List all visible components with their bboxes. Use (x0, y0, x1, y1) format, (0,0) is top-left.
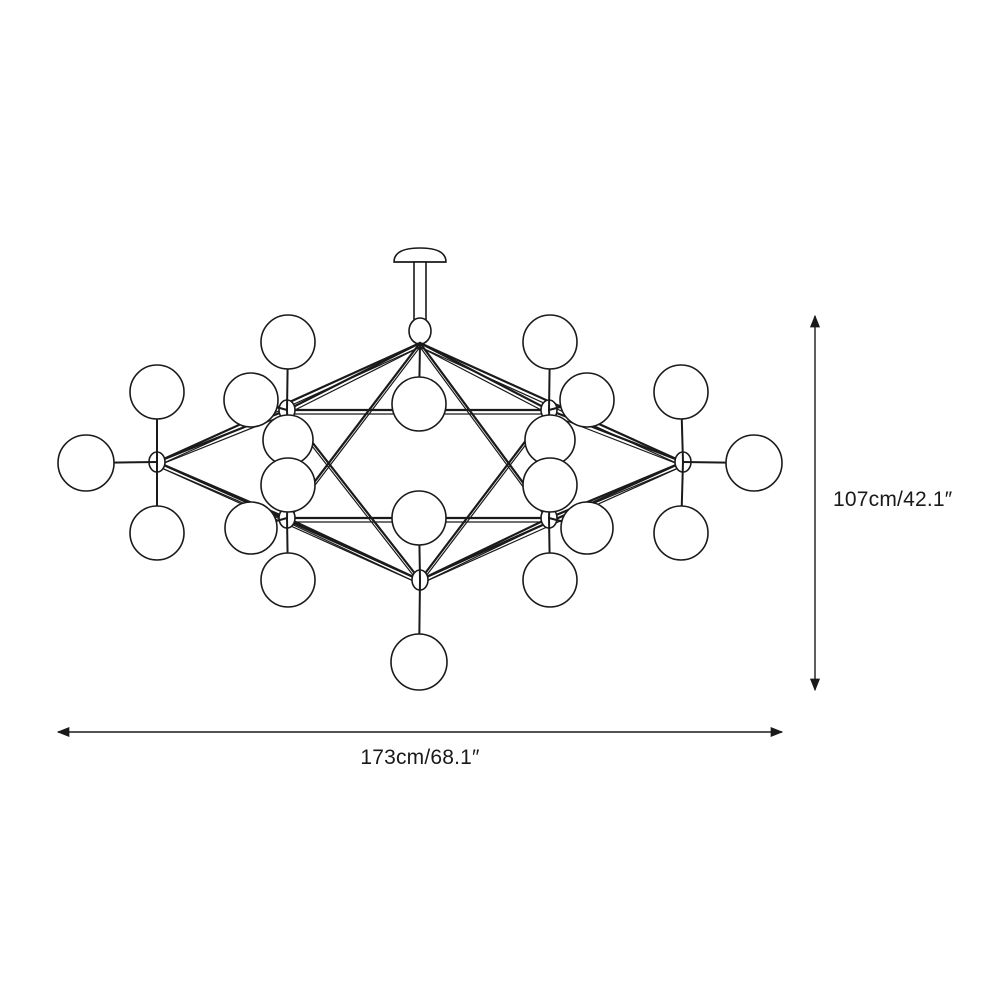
globe-shade (559, 372, 615, 428)
globe-shades (57, 314, 783, 691)
globe-shade (260, 457, 316, 513)
globe-shade (390, 633, 448, 691)
ceiling-canopy (393, 247, 447, 345)
globe-shade (129, 505, 185, 561)
globe-shade (260, 314, 316, 370)
height-dimension-label: 107cm/42.1″ (833, 488, 953, 511)
globe-shade (57, 434, 115, 492)
globe-shade (391, 490, 447, 546)
globe-shade (522, 314, 578, 370)
frame-rod-inner (419, 346, 550, 415)
width-dimension-label: 173cm/68.1″ (360, 746, 480, 769)
globe-shade (653, 364, 709, 420)
globe-shade (224, 501, 278, 555)
globe-shade (260, 552, 316, 608)
frame-rod-inner (286, 346, 421, 415)
globe-shade (391, 376, 447, 432)
globe-shade (522, 457, 578, 513)
globe-shade (522, 552, 578, 608)
globe-shade (129, 364, 185, 420)
globe-shade (653, 505, 709, 561)
globe-shade (725, 434, 783, 492)
globe-shade (560, 501, 614, 555)
globe-shade (223, 372, 279, 428)
